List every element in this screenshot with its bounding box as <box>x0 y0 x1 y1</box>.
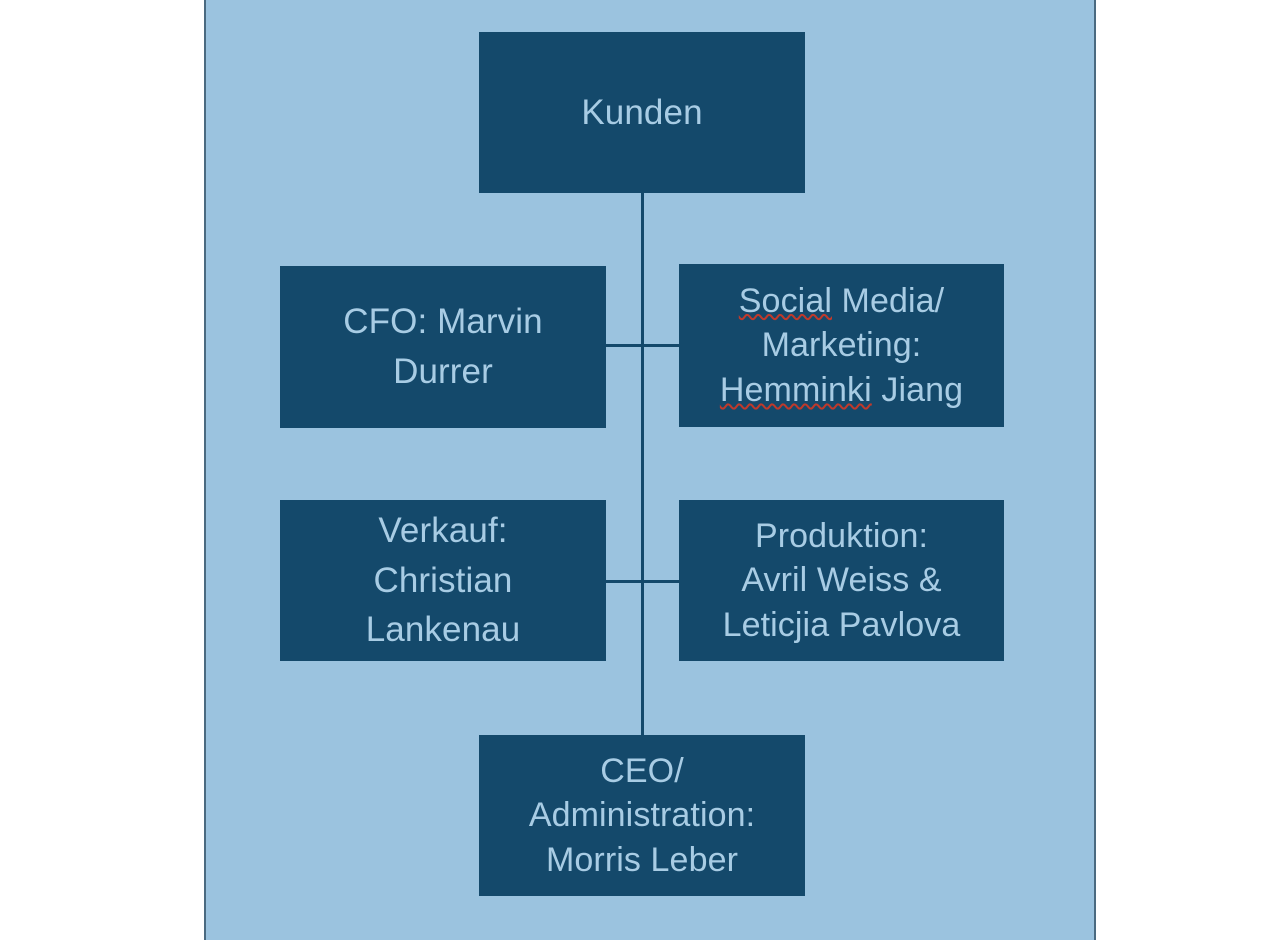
org-node-kunden-line-1: Kunden <box>581 92 703 132</box>
org-node-cfo-line-1: CFO: Marvin <box>343 302 543 342</box>
org-node-produktion-label: Produktion: Avril Weiss & Leticjia Pavlova <box>685 514 998 648</box>
org-node-social-media-marketing-line-1-rest: Media/ <box>832 281 945 320</box>
org-node-verkauf-line-2: Christian <box>373 560 513 600</box>
org-node-produktion[interactable]: Produktion: Avril Weiss & Leticjia Pavlova <box>679 500 1004 661</box>
org-node-social-media-marketing-label: Social Media/Marketing: Hemminki Jiang <box>685 279 998 413</box>
org-node-verkauf-line-1: Verkauf: <box>378 510 508 550</box>
org-node-social-media-marketing-line-3-rest: Jiang <box>871 370 964 409</box>
org-node-ceo-administration-line-1: CEO/ <box>600 751 684 790</box>
org-node-kunden-label: Kunden <box>485 88 799 138</box>
misspelled-word-social: Social <box>738 281 832 320</box>
connector-horizontal-row3 <box>606 580 679 583</box>
org-node-verkauf-line-3: Lankenau <box>365 610 521 650</box>
connector-vertical-spine <box>641 193 644 735</box>
org-node-produktion-line-2: Avril Weiss & <box>741 561 942 600</box>
org-node-ceo-administration[interactable]: CEO/Administration: Morris Leber <box>479 735 805 896</box>
org-node-ceo-administration-line-3: Morris Leber <box>545 840 739 879</box>
org-node-social-media-marketing-line-2: Marketing: <box>761 326 922 365</box>
org-node-cfo-line-2: Durrer <box>393 352 493 391</box>
org-node-kunden[interactable]: Kunden <box>479 32 805 193</box>
org-node-ceo-administration-line-2: Administration: <box>528 796 756 835</box>
org-node-ceo-administration-label: CEO/Administration: Morris Leber <box>485 749 799 883</box>
org-node-produktion-line-3: Leticjia Pavlova <box>722 605 961 644</box>
misspelled-word-hemminki: Hemminki <box>719 370 872 409</box>
connector-horizontal-row2 <box>606 344 679 347</box>
org-node-social-media-marketing[interactable]: Social Media/Marketing: Hemminki Jiang <box>679 264 1004 427</box>
org-node-produktion-line-1: Produktion: <box>754 516 929 555</box>
